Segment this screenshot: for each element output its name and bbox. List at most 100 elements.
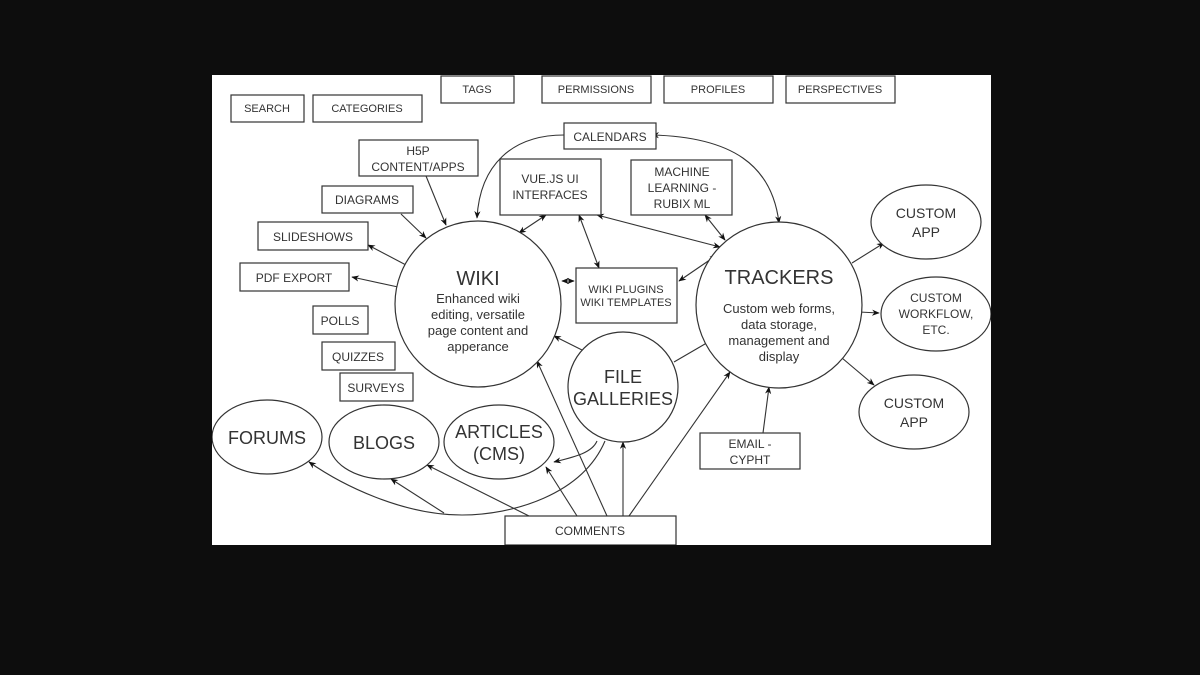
svg-text:APP: APP bbox=[912, 224, 940, 240]
node-articles[interactable]: ARTICLES (CMS) bbox=[443, 404, 555, 480]
svg-text:CONTENT/APPS: CONTENT/APPS bbox=[371, 160, 464, 174]
svg-text:APP: APP bbox=[900, 414, 928, 430]
edge-trackers-workflow bbox=[858, 309, 880, 316]
svg-text:TAGS: TAGS bbox=[462, 84, 491, 96]
svg-text:TRACKERS: TRACKERS bbox=[725, 267, 834, 289]
edge-comments-blogs-a bbox=[390, 478, 445, 514]
top-box-profiles[interactable]: PROFILES bbox=[663, 75, 774, 104]
svg-text:MACHINE: MACHINE bbox=[654, 165, 709, 179]
diagram-svg: SEARCH CATEGORIES TAGS PERMISSIONS PROFI… bbox=[212, 75, 991, 545]
svg-text:FILE: FILE bbox=[604, 367, 642, 387]
node-email-cypht[interactable]: EMAIL - CYPHT bbox=[699, 432, 801, 470]
svg-text:COMMENTS: COMMENTS bbox=[555, 524, 625, 538]
svg-text:EMAIL -: EMAIL - bbox=[729, 437, 772, 451]
edge-files-articles bbox=[553, 440, 598, 464]
svg-text:WIKI TEMPLATES: WIKI TEMPLATES bbox=[580, 297, 671, 309]
edge-ml-trackers bbox=[704, 214, 726, 241]
svg-text:LEARNING -: LEARNING - bbox=[648, 181, 717, 195]
node-wiki-plugins[interactable]: WIKI PLUGINS WIKI TEMPLATES bbox=[575, 267, 678, 324]
svg-text:data storage,: data storage, bbox=[741, 317, 817, 332]
svg-text:WIKI PLUGINS: WIKI PLUGINS bbox=[588, 284, 663, 296]
edge-diagrams-wiki bbox=[400, 213, 427, 239]
edges bbox=[308, 132, 885, 517]
top-box-perspectives[interactable]: PERSPECTIVES bbox=[785, 75, 896, 104]
node-custom-workflow[interactable]: CUSTOM WORKFLOW, ETC. bbox=[880, 276, 991, 352]
node-slideshows[interactable]: SLIDESHOWS bbox=[257, 221, 369, 251]
svg-text:SLIDESHOWS: SLIDESHOWS bbox=[273, 230, 353, 244]
top-box-categories[interactable]: CATEGORIES bbox=[312, 94, 423, 123]
node-blogs[interactable]: BLOGS bbox=[328, 404, 440, 480]
svg-text:management and: management and bbox=[728, 333, 829, 348]
svg-text:apperance: apperance bbox=[447, 339, 508, 354]
edge-wiki-pdf bbox=[351, 275, 399, 288]
edge-email-trackers bbox=[762, 386, 772, 434]
node-custom-app-1[interactable]: CUSTOM APP bbox=[870, 184, 982, 260]
svg-text:POLLS: POLLS bbox=[321, 314, 360, 328]
svg-text:page content and: page content and bbox=[428, 323, 528, 338]
svg-text:editing, versatile: editing, versatile bbox=[431, 307, 525, 322]
top-box-search[interactable]: SEARCH bbox=[230, 94, 305, 123]
svg-text:(CMS): (CMS) bbox=[473, 444, 525, 464]
edge-calendars-wiki bbox=[474, 134, 565, 219]
svg-text:CALENDARS: CALENDARS bbox=[573, 130, 646, 144]
svg-text:WORKFLOW,: WORKFLOW, bbox=[899, 307, 974, 321]
edge-wiki-slideshows bbox=[367, 244, 407, 266]
svg-text:CATEGORIES: CATEGORIES bbox=[331, 103, 402, 115]
edge-vuejs-plugins bbox=[578, 214, 600, 269]
edge-comments-wiki bbox=[536, 360, 608, 517]
node-diagrams[interactable]: DIAGRAMS bbox=[321, 185, 414, 214]
node-custom-app-2[interactable]: CUSTOM APP bbox=[858, 374, 970, 450]
node-machine-learning[interactable]: MACHINE LEARNING - RUBIX ML bbox=[630, 159, 733, 216]
svg-text:CYPHT: CYPHT bbox=[730, 453, 771, 467]
edge-comments-articles bbox=[545, 466, 578, 517]
edge-comments-trackers bbox=[628, 371, 731, 517]
node-wiki[interactable]: WIKI Enhanced wiki editing, versatile pa… bbox=[394, 220, 562, 388]
edge-trackers-calendars bbox=[651, 132, 782, 224]
node-polls[interactable]: POLLS bbox=[312, 305, 369, 335]
svg-text:CUSTOM: CUSTOM bbox=[910, 291, 962, 305]
node-vuejs[interactable]: VUE.JS UI INTERFACES bbox=[499, 158, 602, 216]
node-h5p[interactable]: H5P CONTENT/APPS bbox=[358, 139, 479, 177]
svg-text:PROFILES: PROFILES bbox=[691, 84, 745, 96]
edge-comments-blogs-b bbox=[426, 464, 530, 517]
svg-text:INTERFACES: INTERFACES bbox=[512, 188, 587, 202]
node-trackers[interactable]: TRACKERS Custom web forms, data storage,… bbox=[695, 221, 863, 389]
top-box-permissions[interactable]: PERMISSIONS bbox=[541, 75, 652, 104]
svg-text:PDF EXPORT: PDF EXPORT bbox=[256, 271, 333, 285]
diagram-canvas: SEARCH CATEGORIES TAGS PERMISSIONS PROFI… bbox=[212, 75, 991, 545]
edge-vuejs-wiki bbox=[518, 214, 547, 234]
svg-text:ARTICLES: ARTICLES bbox=[455, 422, 543, 442]
svg-text:CUSTOM: CUSTOM bbox=[896, 205, 956, 221]
svg-text:Custom web forms,: Custom web forms, bbox=[723, 301, 835, 316]
node-calendars[interactable]: CALENDARS bbox=[563, 122, 657, 150]
svg-text:PERMISSIONS: PERMISSIONS bbox=[558, 84, 634, 96]
svg-text:ETC.: ETC. bbox=[922, 323, 949, 337]
svg-text:RUBIX ML: RUBIX ML bbox=[654, 197, 711, 211]
node-file-galleries[interactable]: FILE GALLERIES bbox=[567, 331, 679, 443]
edge-vuejs-trackers bbox=[596, 213, 721, 249]
top-box-tags[interactable]: TAGS bbox=[440, 75, 515, 104]
svg-text:SEARCH: SEARCH bbox=[244, 103, 290, 115]
svg-text:H5P: H5P bbox=[406, 144, 429, 158]
svg-text:GALLERIES: GALLERIES bbox=[573, 389, 673, 409]
edge-h5p-wiki bbox=[425, 175, 447, 226]
svg-text:CUSTOM: CUSTOM bbox=[884, 395, 944, 411]
svg-text:BLOGS: BLOGS bbox=[353, 433, 415, 453]
svg-text:VUE.JS UI: VUE.JS UI bbox=[521, 172, 578, 186]
svg-text:QUIZZES: QUIZZES bbox=[332, 350, 384, 364]
svg-text:PERSPECTIVES: PERSPECTIVES bbox=[798, 84, 882, 96]
node-pdf-export[interactable]: PDF EXPORT bbox=[239, 262, 350, 292]
node-forums[interactable]: FORUMS bbox=[212, 399, 323, 475]
node-comments[interactable]: COMMENTS bbox=[504, 515, 677, 545]
svg-text:FORUMS: FORUMS bbox=[228, 428, 306, 448]
svg-text:WIKI: WIKI bbox=[456, 268, 499, 290]
svg-text:display: display bbox=[759, 349, 800, 364]
svg-text:SURVEYS: SURVEYS bbox=[347, 381, 404, 395]
edge-trackers-customapp1 bbox=[851, 242, 885, 264]
node-quizzes[interactable]: QUIZZES bbox=[321, 341, 396, 371]
node-surveys[interactable]: SURVEYS bbox=[339, 372, 414, 402]
edge-files-forums bbox=[308, 440, 606, 516]
svg-text:Enhanced wiki: Enhanced wiki bbox=[436, 291, 520, 306]
svg-text:DIAGRAMS: DIAGRAMS bbox=[335, 193, 399, 207]
edge-trackers-customapp2 bbox=[841, 357, 875, 386]
